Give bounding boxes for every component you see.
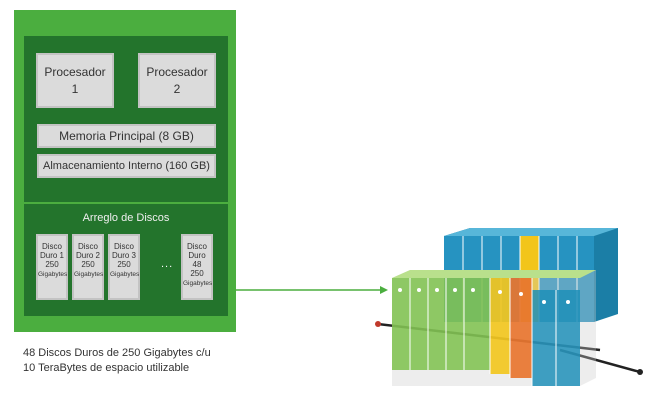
processor-1: Procesador 1: [36, 53, 114, 108]
caption: 48 Discos Duros de 250 Gigabytes c/u 10 …: [23, 346, 211, 376]
disk-1: Disco Duro 1 250 Gigabytes: [36, 234, 68, 300]
main-memory: Memoria Principal (8 GB): [37, 124, 216, 148]
arrow-head-icon: [380, 286, 388, 294]
disk-array-panel: Arreglo de Discos Disco Duro 1 250 Gigab…: [24, 204, 228, 316]
more-disks-ellipsis: ...: [161, 258, 174, 270]
rail-end-right: [637, 369, 643, 375]
disk-48-unit: Gigabytes: [183, 280, 213, 287]
processor-2-label: Procesador 2: [146, 64, 208, 96]
processor-1-label: Procesador 1: [44, 64, 106, 96]
disk-48: Disco Duro 48 250 Gigabytes: [181, 234, 213, 300]
disk-1-label: Disco Duro 1 250: [39, 242, 64, 269]
disk-3-label: Disco Duro 3 250: [111, 242, 136, 269]
disk-array-title: Arreglo de Discos: [82, 212, 170, 224]
disk-2-label: Disco Duro 2 250: [75, 242, 100, 269]
caption-line-1: 48 Discos Duros de 250 Gigabytes c/u: [23, 347, 211, 359]
internal-storage: Almacenamiento Interno (160 GB): [37, 154, 216, 178]
disk-3-unit: Gigabytes: [110, 271, 140, 278]
rail-end-left: [375, 321, 381, 327]
disk-2: Disco Duro 2 250 Gigabytes: [72, 234, 104, 300]
disk-1-unit: Gigabytes: [38, 271, 68, 278]
server-components-panel: Procesador 1 Procesador 2 Memoria Princi…: [24, 36, 228, 202]
disk-2-unit: Gigabytes: [74, 271, 104, 278]
front-rack-row: [392, 270, 596, 386]
server-box: Procesador 1 Procesador 2 Memoria Princi…: [14, 10, 236, 332]
disk-48-label: Disco Duro 48 250: [186, 242, 207, 278]
disk-3: Disco Duro 3 250 Gigabytes: [108, 234, 140, 300]
processor-2: Procesador 2: [138, 53, 216, 108]
caption-line-2: 10 TeraBytes de espacio utilizable: [23, 362, 190, 374]
